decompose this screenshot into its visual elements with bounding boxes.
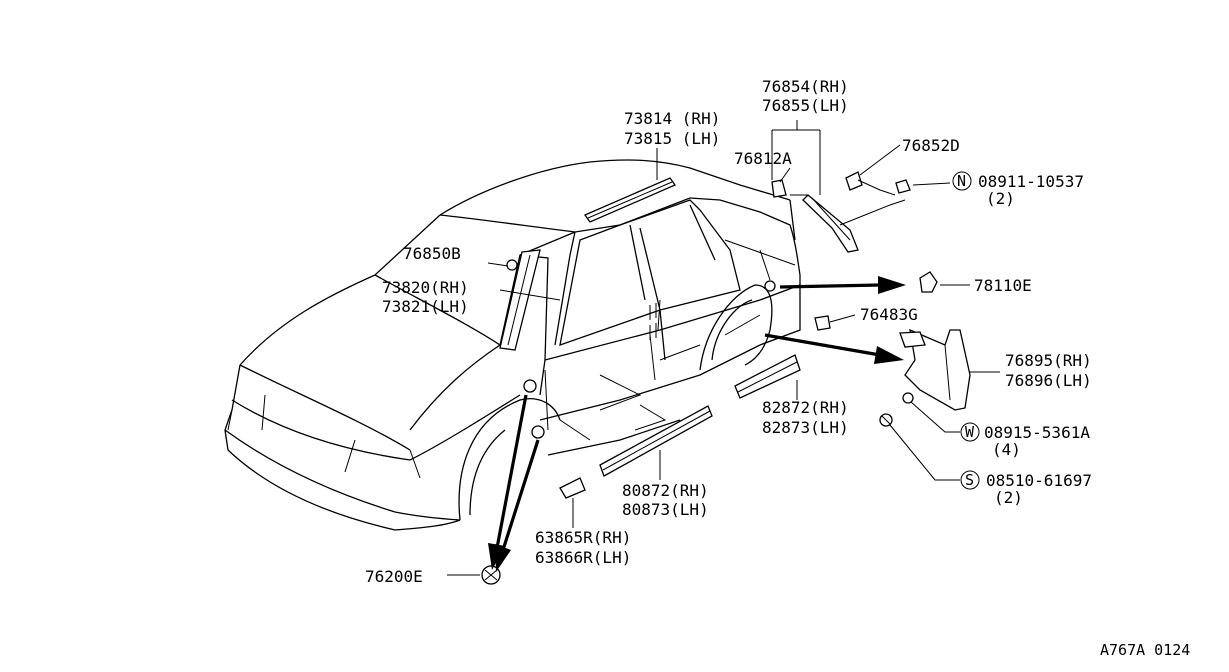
label-78110E: 78110E [974, 276, 1032, 295]
nut-symbol-letter: N [957, 172, 966, 190]
label-08915-qty: (4) [992, 440, 1021, 459]
assembly-arrows [488, 276, 906, 572]
label-76812A: 76812A [734, 149, 792, 168]
label-76854: 76854(RH) [762, 77, 849, 96]
screw-symbol [960, 470, 980, 490]
label-76855: 76855(LH) [762, 96, 849, 115]
label-08915: 08915-5361A [984, 423, 1090, 442]
label-80872: 80872(RH) [622, 481, 709, 500]
part-mud-guard [879, 328, 971, 427]
label-76200E: 76200E [365, 567, 423, 586]
part-rear-pillar-finisher [771, 171, 911, 253]
washer-symbol-letter: W [965, 423, 975, 441]
label-76483G: 76483G [860, 305, 918, 324]
label-08510: 08510-61697 [986, 471, 1092, 490]
label-76895: 76895(RH) [1005, 351, 1092, 370]
label-80873: 80873(LH) [622, 500, 709, 519]
car-body [224, 159, 801, 531]
washer-symbol [960, 422, 980, 442]
part-side-sill-moldings [559, 354, 801, 499]
label-08510-qty: (2) [994, 488, 1023, 507]
part-clips [481, 271, 938, 585]
label-73821: 73821(LH) [382, 297, 469, 316]
label-08911: 08911-10537 [978, 172, 1084, 191]
label-82873: 82873(LH) [762, 418, 849, 437]
label-73815: 73815 (LH) [624, 129, 720, 148]
nut-symbol [952, 171, 972, 191]
label-76896: 76896(LH) [1005, 371, 1092, 390]
label-63866R: 63866R(LH) [535, 548, 631, 567]
label-82872: 82872(RH) [762, 398, 849, 417]
part-labels: 76854(RH) 76855(LH) 73814 (RH) 73815 (LH… [365, 77, 1190, 659]
label-63865R: 63865R(RH) [535, 528, 631, 547]
label-76852D: 76852D [902, 136, 960, 155]
label-73814: 73814 (RH) [624, 109, 720, 128]
diagram-id: A767A 0124 [1100, 641, 1190, 659]
label-08911-qty: (2) [986, 189, 1015, 208]
part-drip-molding [584, 177, 676, 223]
screw-symbol-letter: S [965, 471, 974, 489]
label-73820: 73820(RH) [382, 278, 469, 297]
label-76850B: 76850B [403, 244, 461, 263]
leader-lines [447, 120, 1000, 576]
part-a-pillar-finisher [499, 249, 541, 351]
